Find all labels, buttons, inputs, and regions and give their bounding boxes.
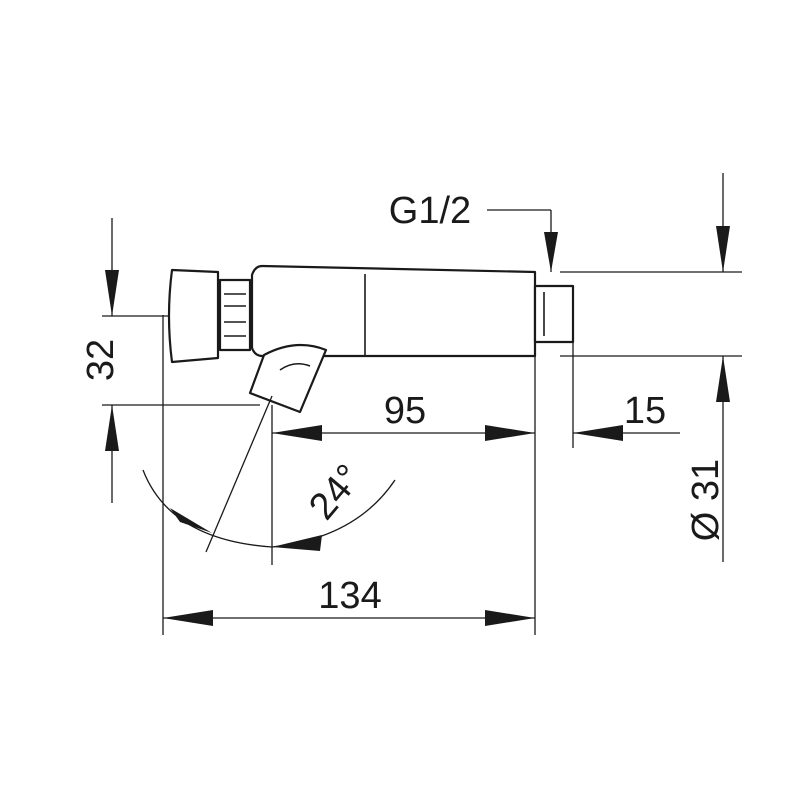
coupling-ring	[218, 278, 252, 352]
main-body	[250, 264, 537, 358]
dimension-15: 15	[573, 390, 680, 441]
thread-connector	[533, 284, 575, 344]
dimension-diameter-31: Ø 31	[560, 173, 742, 562]
dimension-32: 32	[80, 218, 260, 503]
outlet-spout	[248, 343, 328, 414]
dimension-diameter-label: Ø 31	[685, 459, 727, 541]
valve-body	[167, 264, 575, 414]
dimension-134-label: 134	[318, 575, 381, 617]
dimension-95-label: 95	[384, 390, 426, 432]
thread-callout-label: G1/2	[389, 190, 471, 232]
dimension-32-label: 32	[80, 339, 122, 381]
thread-callout: G1/2	[389, 190, 558, 272]
angle-dimension-label: 24°	[301, 457, 370, 528]
angle-dimension-24: 24°	[142, 395, 396, 553]
dimension-134: 134	[163, 575, 535, 626]
push-button-cap	[167, 268, 220, 364]
dimension-15-label: 15	[624, 390, 666, 432]
dimension-95: 95	[272, 390, 535, 441]
